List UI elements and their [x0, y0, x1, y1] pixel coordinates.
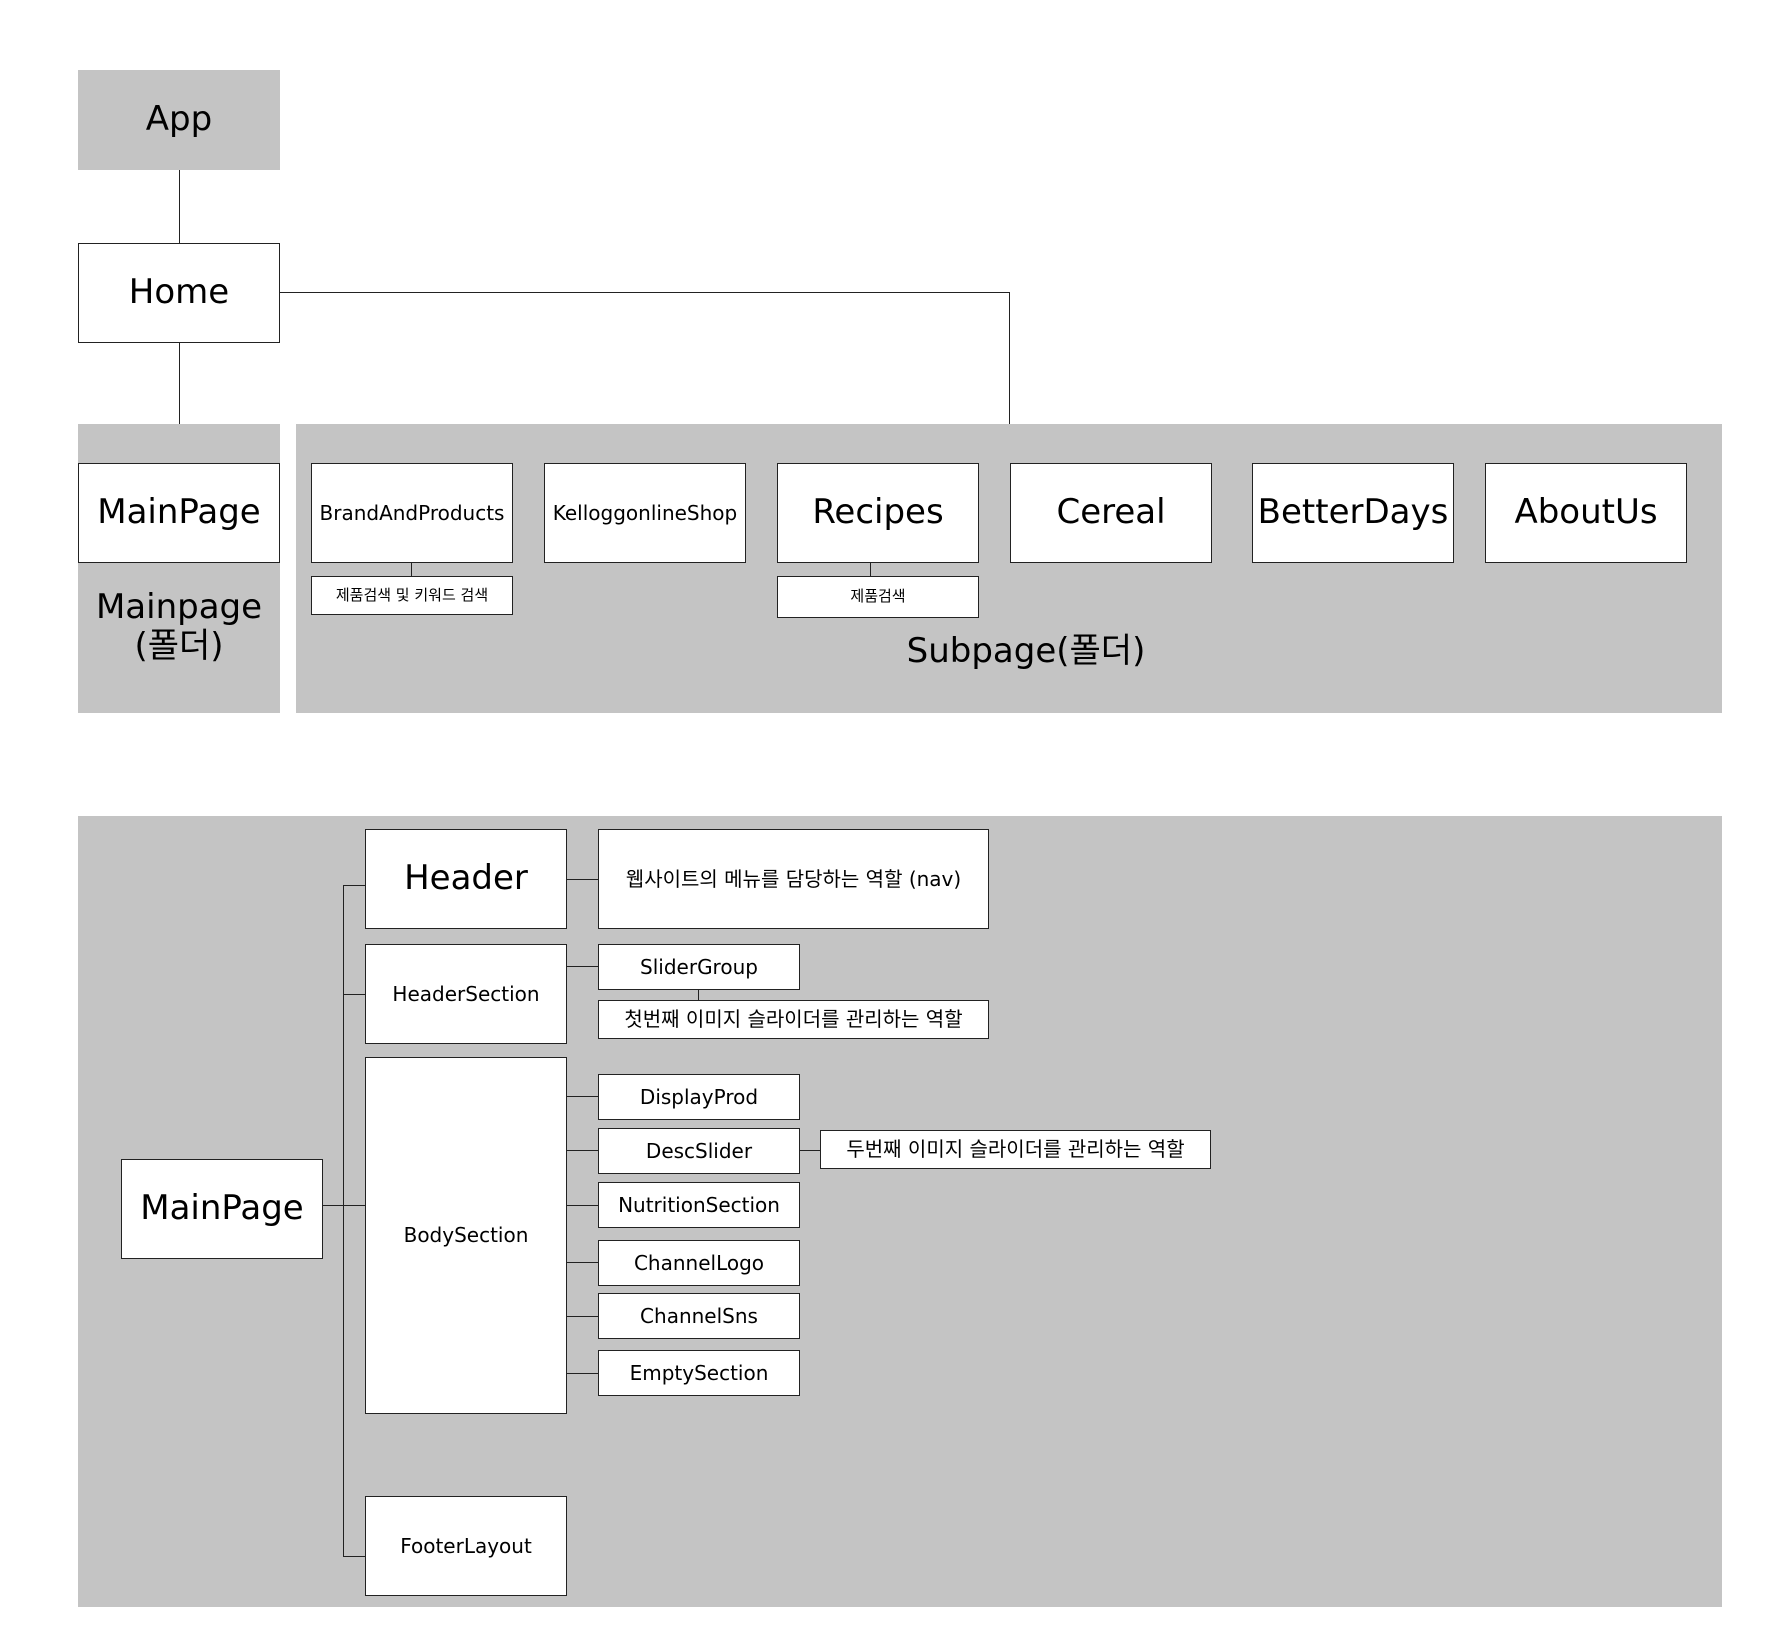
mainpage-structure-panel: [78, 816, 1722, 1607]
connector-trunk: [343, 885, 344, 1557]
empty-section-node: EmptySection: [598, 1350, 800, 1396]
page-kellogg-online-shop: KelloggonlineShop: [544, 463, 746, 563]
connector-recipes-note: [870, 562, 871, 577]
header-note: 웹사이트의 메뉴를 담당하는 역할 (nav): [598, 829, 989, 929]
display-prod-node: DisplayProd: [598, 1074, 800, 1120]
app-node: App: [78, 70, 280, 170]
connector-body-channellogo: [565, 1262, 599, 1263]
connector-body-displayprod: [565, 1096, 599, 1097]
slider-group-note: 첫번째 이미지 슬라이더를 관리하는 역할: [598, 1000, 989, 1039]
page-brand-and-products-note: 제품검색 및 키워드 검색: [311, 576, 513, 615]
connector-home-mainpage: [179, 342, 180, 424]
connector-body-descslider: [565, 1150, 599, 1151]
connector-headersection-slidergroup: [565, 966, 599, 967]
connector-body-nutrition: [565, 1205, 599, 1206]
body-section-node: BodySection: [365, 1057, 567, 1414]
connector-home-subpage-h: [280, 292, 1010, 293]
desc-slider-note: 두번째 이미지 슬라이더를 관리하는 역할: [820, 1130, 1211, 1169]
mainpage-folder-caption-line2: (폴더): [134, 626, 224, 667]
subpage-folder-panel: [296, 424, 1722, 713]
connector-trunk-header: [343, 885, 365, 886]
connector-brand-note: [411, 562, 412, 577]
connector-header-note: [565, 879, 599, 880]
connector-home-subpage-v: [1009, 292, 1010, 424]
page-recipes-note: 제품검색: [777, 576, 979, 618]
connector-slidergroup-note: [698, 989, 699, 1001]
channel-logo-node: ChannelLogo: [598, 1240, 800, 1286]
subpage-folder-caption: Subpage(폴더): [906, 631, 1146, 671]
home-node: Home: [78, 243, 280, 343]
slider-group-node: SliderGroup: [598, 944, 800, 990]
connector-descslider-note: [798, 1150, 820, 1151]
mainpage-node: MainPage: [78, 463, 280, 563]
nutrition-section-node: NutritionSection: [598, 1182, 800, 1228]
header-node: Header: [365, 829, 567, 929]
header-section-node: HeaderSection: [365, 944, 567, 1044]
page-better-days: BetterDays: [1252, 463, 1454, 563]
page-brand-and-products: BrandAndProducts: [311, 463, 513, 563]
page-about-us: AboutUs: [1485, 463, 1687, 563]
connector-trunk-headersection: [343, 994, 365, 995]
page-cereal: Cereal: [1010, 463, 1212, 563]
connector-trunk-footer: [343, 1556, 365, 1557]
desc-slider-node: DescSlider: [598, 1128, 800, 1174]
connector-body-channelsns: [565, 1316, 599, 1317]
channel-sns-node: ChannelSns: [598, 1293, 800, 1339]
mainpage-folder-caption-line1: Mainpage: [95, 587, 263, 627]
connector-app-home: [179, 170, 180, 244]
mainpage-folder-caption: Mainpage (폴더): [78, 587, 280, 667]
root-mainpage-node: MainPage: [121, 1159, 323, 1259]
page-recipes: Recipes: [777, 463, 979, 563]
footer-layout-node: FooterLayout: [365, 1496, 567, 1596]
connector-body-emptysection: [565, 1373, 599, 1374]
